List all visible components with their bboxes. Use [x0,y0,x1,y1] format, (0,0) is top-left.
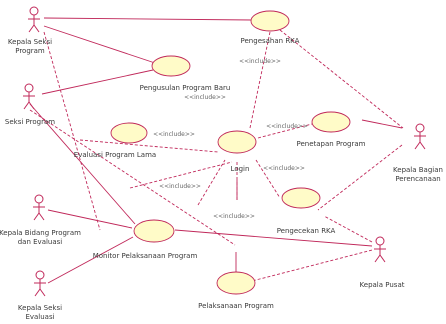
usecase-pengusulan-program-baru[interactable]: Pengusulan Program Baru [140,55,231,92]
actor-label: Kepala Pusat [360,281,405,289]
connections [29,17,404,284]
include-stereotype-label: <<include>> [159,183,201,190]
association-line [361,119,403,129]
actor-label: Kepala Seksi [8,38,52,46]
actor-label: Kepala Bidang Program [0,229,81,237]
actor-label: Perencanaan [395,175,440,183]
usecase-label: Pengecekan RKA [277,227,336,235]
usecase-label: Pengesahan RKA [241,37,300,45]
association-line [47,236,134,284]
include-line [197,159,226,206]
usecase-label: Pelaksanaan Program [198,302,274,310]
usecase-ellipse [110,122,148,144]
include-stereotype-label: <<include>> [266,123,308,130]
include-line [257,123,313,139]
actor-kepala-bidang-program-dan-evaluasi[interactable]: Kepala Bidang Program dan Evaluasi [0,194,81,246]
include-stereotype-label: <<include>> [263,165,305,172]
include-line [323,215,373,243]
include-line [279,29,404,129]
include-line [29,109,236,246]
actor-stick-figure-icon [34,270,46,297]
usecase-login[interactable]: Login [217,130,257,173]
usecase-ellipse [133,219,175,243]
include-line [255,159,281,199]
actor-kepala-bagian-perencanaan[interactable]: Kepala Bagian Perencanaan [393,123,443,183]
actor-label: Seksi Program [5,118,55,126]
usecase-ellipse [311,111,351,133]
usecase-evaluasi-program-lama[interactable]: Evaluasi Program Lama [74,122,156,159]
include-line [129,161,233,189]
include-stereotype-label: <<include>> [153,131,195,138]
include-stereotype-label: <<include>> [213,213,255,220]
include-stereotype-label: <<include>> [239,58,281,65]
actor-label: Program [15,47,45,55]
include-line [247,249,373,283]
usecase-monitor-pelaksanaan-program[interactable]: Monitor Pelaksanaan Program [93,219,198,260]
include-line [249,31,271,129]
association-line [29,103,136,225]
actor-stick-figure-icon [33,194,45,221]
association-line [43,25,156,64]
include-stereotype-label: <<include>> [184,94,226,101]
actor-kepala-seksi-program[interactable]: Kepala Seksi Program [8,6,52,55]
association-line [174,229,373,247]
association-line [47,209,133,229]
usecase-label: Monitor Pelaksanaan Program [93,252,198,260]
actor-label: Evaluasi [25,313,54,321]
actor-stick-figure-icon [23,83,35,110]
include-line [43,31,101,231]
association-line [43,17,253,21]
usecase-pengesahan-rka[interactable]: Pengesahan RKA [241,10,300,45]
usecase-penetapan-program[interactable]: Penetapan Program [297,111,366,148]
usecase-label: Penetapan Program [297,140,366,148]
actor-stick-figure-icon [28,6,40,33]
actor-label: dan Evaluasi [18,238,63,246]
usecase-label: Pengusulan Program Baru [140,84,231,92]
actor-label: Kepala Seksi [18,304,62,312]
usecase-ellipse [281,187,321,209]
actor-label: Kepala Bagian [393,166,443,174]
actor-kepala-seksi-evaluasi[interactable]: Kepala Seksi Evaluasi [18,270,62,321]
usecase-ellipse [151,55,191,77]
usecase-label: Evaluasi Program Lama [74,151,156,159]
usecase-ellipse [250,10,290,32]
usecase-label: Login [231,165,250,173]
usecase-ellipse [217,130,257,154]
actor-stick-figure-icon [374,236,386,263]
actor-kepala-pusat[interactable]: Kepala Pusat [360,236,405,289]
actor-seksi-program[interactable]: Seksi Program [5,83,55,126]
usecase-pengecekan-rka[interactable]: Pengecekan RKA [277,187,336,235]
usecase-ellipse [216,271,256,295]
actor-stick-figure-icon [414,123,426,150]
association-line [41,69,154,95]
include-line [317,144,403,211]
usecase-pelaksanaan-program[interactable]: Pelaksanaan Program [198,271,274,310]
include-line [79,139,219,153]
